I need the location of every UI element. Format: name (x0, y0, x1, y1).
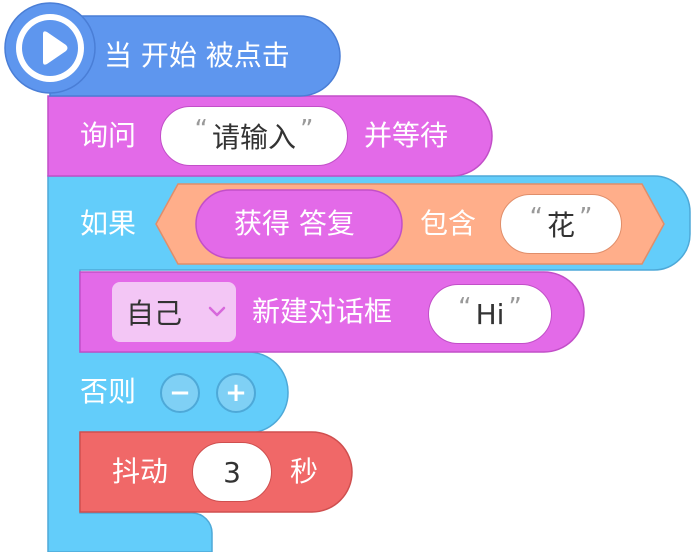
shake-suffix-label: 秒 (290, 455, 319, 488)
chevron-down-icon (208, 306, 226, 317)
say-label: 新建对话框 (252, 295, 393, 328)
answer-reporter-shape (195, 189, 403, 259)
remove-branch-button[interactable]: − (160, 373, 200, 413)
ask-text-input[interactable]: “ 请输入 ” (160, 106, 348, 166)
contains-text-input[interactable]: “ 花 ” (500, 194, 622, 254)
close-quote: ” (300, 115, 314, 145)
else-label: 否则 (80, 375, 137, 408)
ask-input-value: 请输入 (211, 121, 296, 154)
contains-input-value: 花 (546, 209, 575, 242)
shake-duration-value: 3 (223, 455, 241, 489)
event-block-shape (49, 15, 341, 97)
close-quote: ” (579, 203, 593, 233)
add-branch-button[interactable]: + (216, 373, 256, 413)
answer-reporter-label[interactable]: 获得 答复 (234, 207, 355, 240)
target-dropdown-value: 自己 (126, 297, 183, 330)
play-button[interactable] (16, 14, 84, 82)
if-label: 如果 (80, 207, 137, 240)
minus-icon: − (169, 378, 191, 408)
close-quote: ” (508, 293, 522, 323)
ask-prefix-label: 询问 (80, 119, 137, 152)
plus-icon: + (225, 378, 247, 408)
target-dropdown[interactable]: 自己 (112, 282, 236, 342)
open-quote: “ (458, 293, 472, 323)
shake-duration-input[interactable]: 3 (192, 442, 272, 502)
ask-suffix-label: 并等待 (364, 119, 449, 152)
say-input-value: Hi (475, 297, 505, 331)
contains-label: 包含 (420, 207, 477, 240)
open-quote: “ (194, 115, 208, 145)
open-quote: “ (529, 203, 543, 233)
play-icon (43, 31, 68, 65)
if-else-block-shape (47, 175, 691, 552)
event-label: 当 开始 被点击 (104, 39, 290, 72)
shake-prefix-label: 抖动 (112, 455, 169, 488)
say-text-input[interactable]: “ Hi ” (428, 284, 552, 344)
